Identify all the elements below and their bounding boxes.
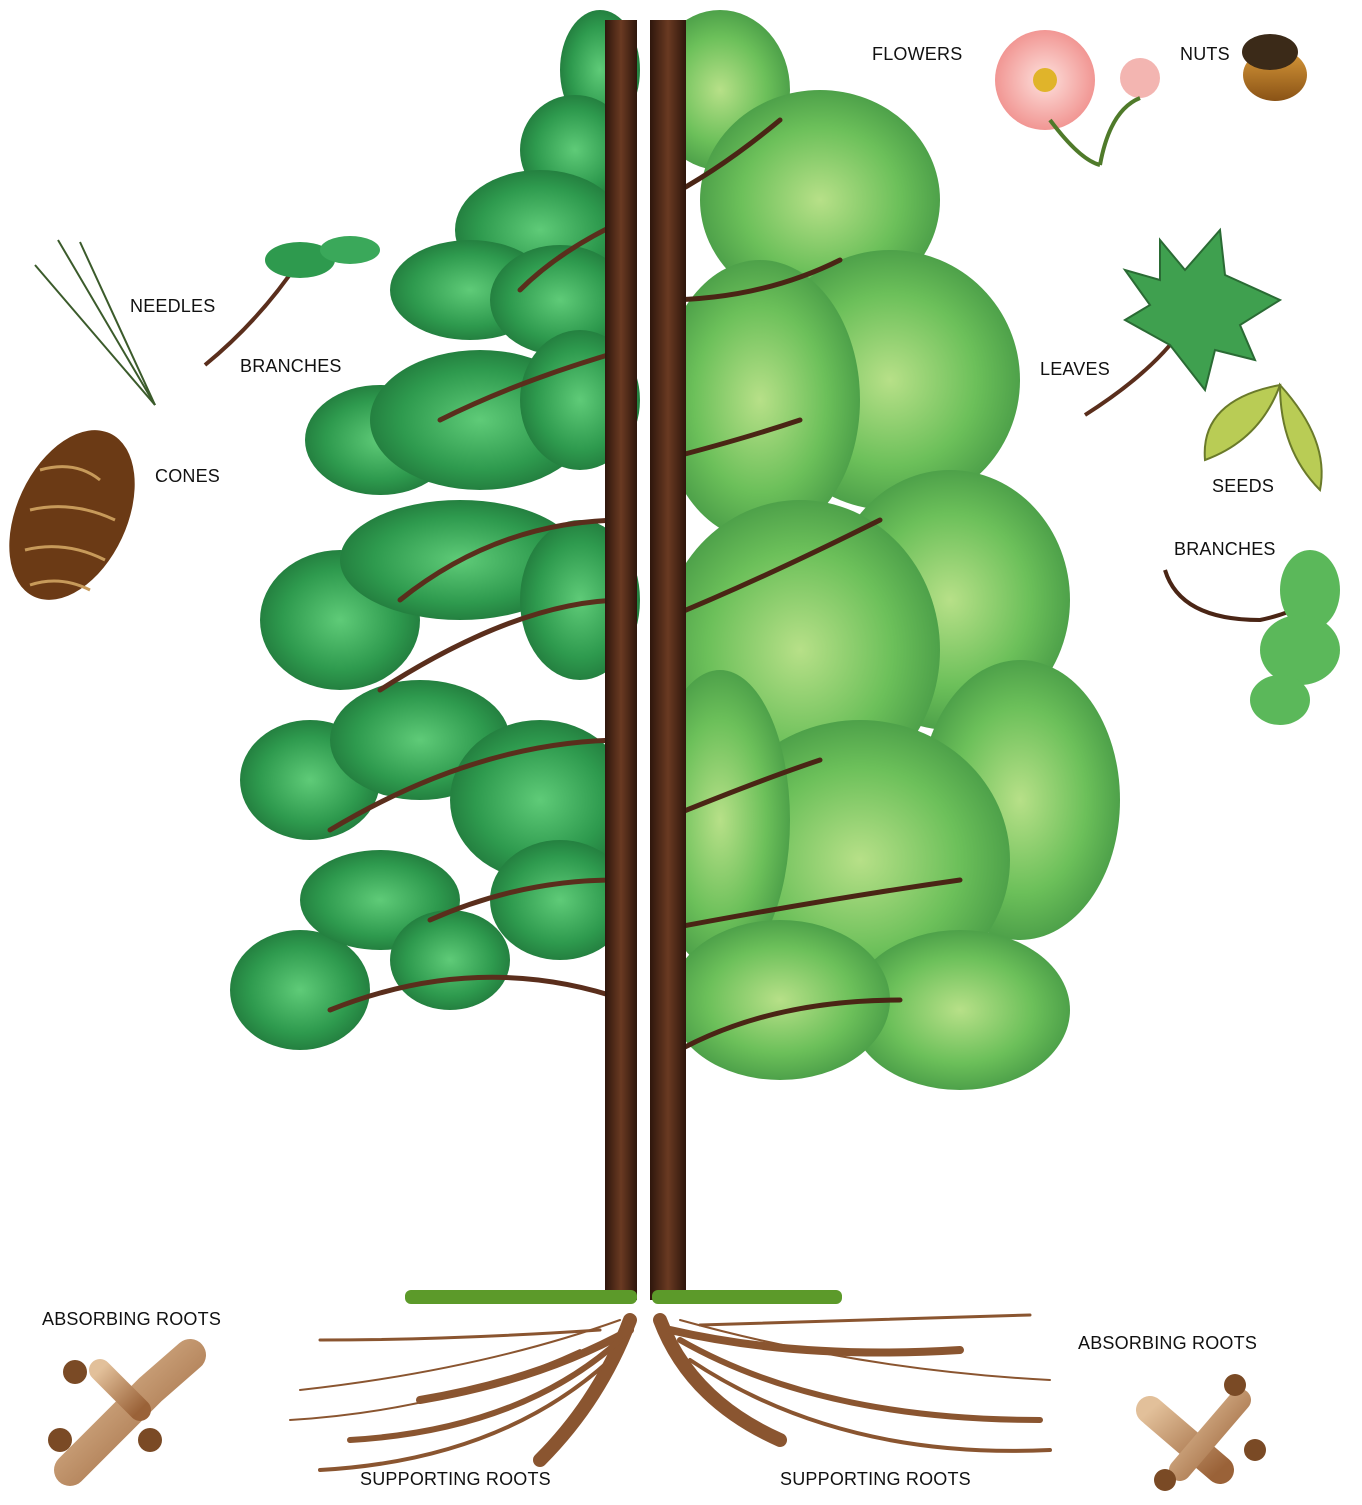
maple-seed-illustration [1205, 385, 1322, 490]
label-nuts: NUTS [1180, 45, 1230, 63]
maple-leaf-illustration [1085, 230, 1280, 415]
pine-foliage [230, 10, 640, 1050]
label-leaves: LEAVES [1040, 360, 1110, 378]
flower-illustration [995, 30, 1160, 165]
maple-trunk [650, 20, 686, 1300]
pine-cone-illustration [0, 410, 160, 620]
pine-branch-illustration [205, 236, 380, 365]
grass-strip [405, 1290, 842, 1304]
maple-branch-illustration [1165, 550, 1340, 725]
label-seeds: SEEDS [1212, 477, 1274, 495]
maple-foliage [650, 10, 1120, 1090]
label-branches-left: BRANCHES [240, 357, 342, 375]
absorbing-roots-right-illustration [1150, 1374, 1266, 1491]
label-absorbing-roots-left: ABSORBING ROOTS [42, 1310, 221, 1328]
center-divider [640, 0, 650, 1505]
pine-half [230, 10, 640, 1300]
label-absorbing-roots-right: ABSORBING ROOTS [1078, 1334, 1257, 1352]
maple-roots [660, 1315, 1050, 1451]
absorbing-roots-left-illustration [48, 1355, 190, 1470]
maple-half [650, 10, 1120, 1300]
pine-trunk [605, 20, 637, 1300]
label-branches-right: BRANCHES [1174, 540, 1276, 558]
acorn-illustration [1242, 34, 1307, 101]
label-flowers: FLOWERS [872, 45, 962, 63]
pine-needles-illustration [35, 240, 155, 405]
pine-roots [290, 1320, 630, 1470]
label-supporting-roots-left: SUPPORTING ROOTS [360, 1470, 551, 1488]
label-needles: NEEDLES [130, 297, 215, 315]
label-supporting-roots-right: SUPPORTING ROOTS [780, 1470, 971, 1488]
label-cones: CONES [155, 467, 220, 485]
